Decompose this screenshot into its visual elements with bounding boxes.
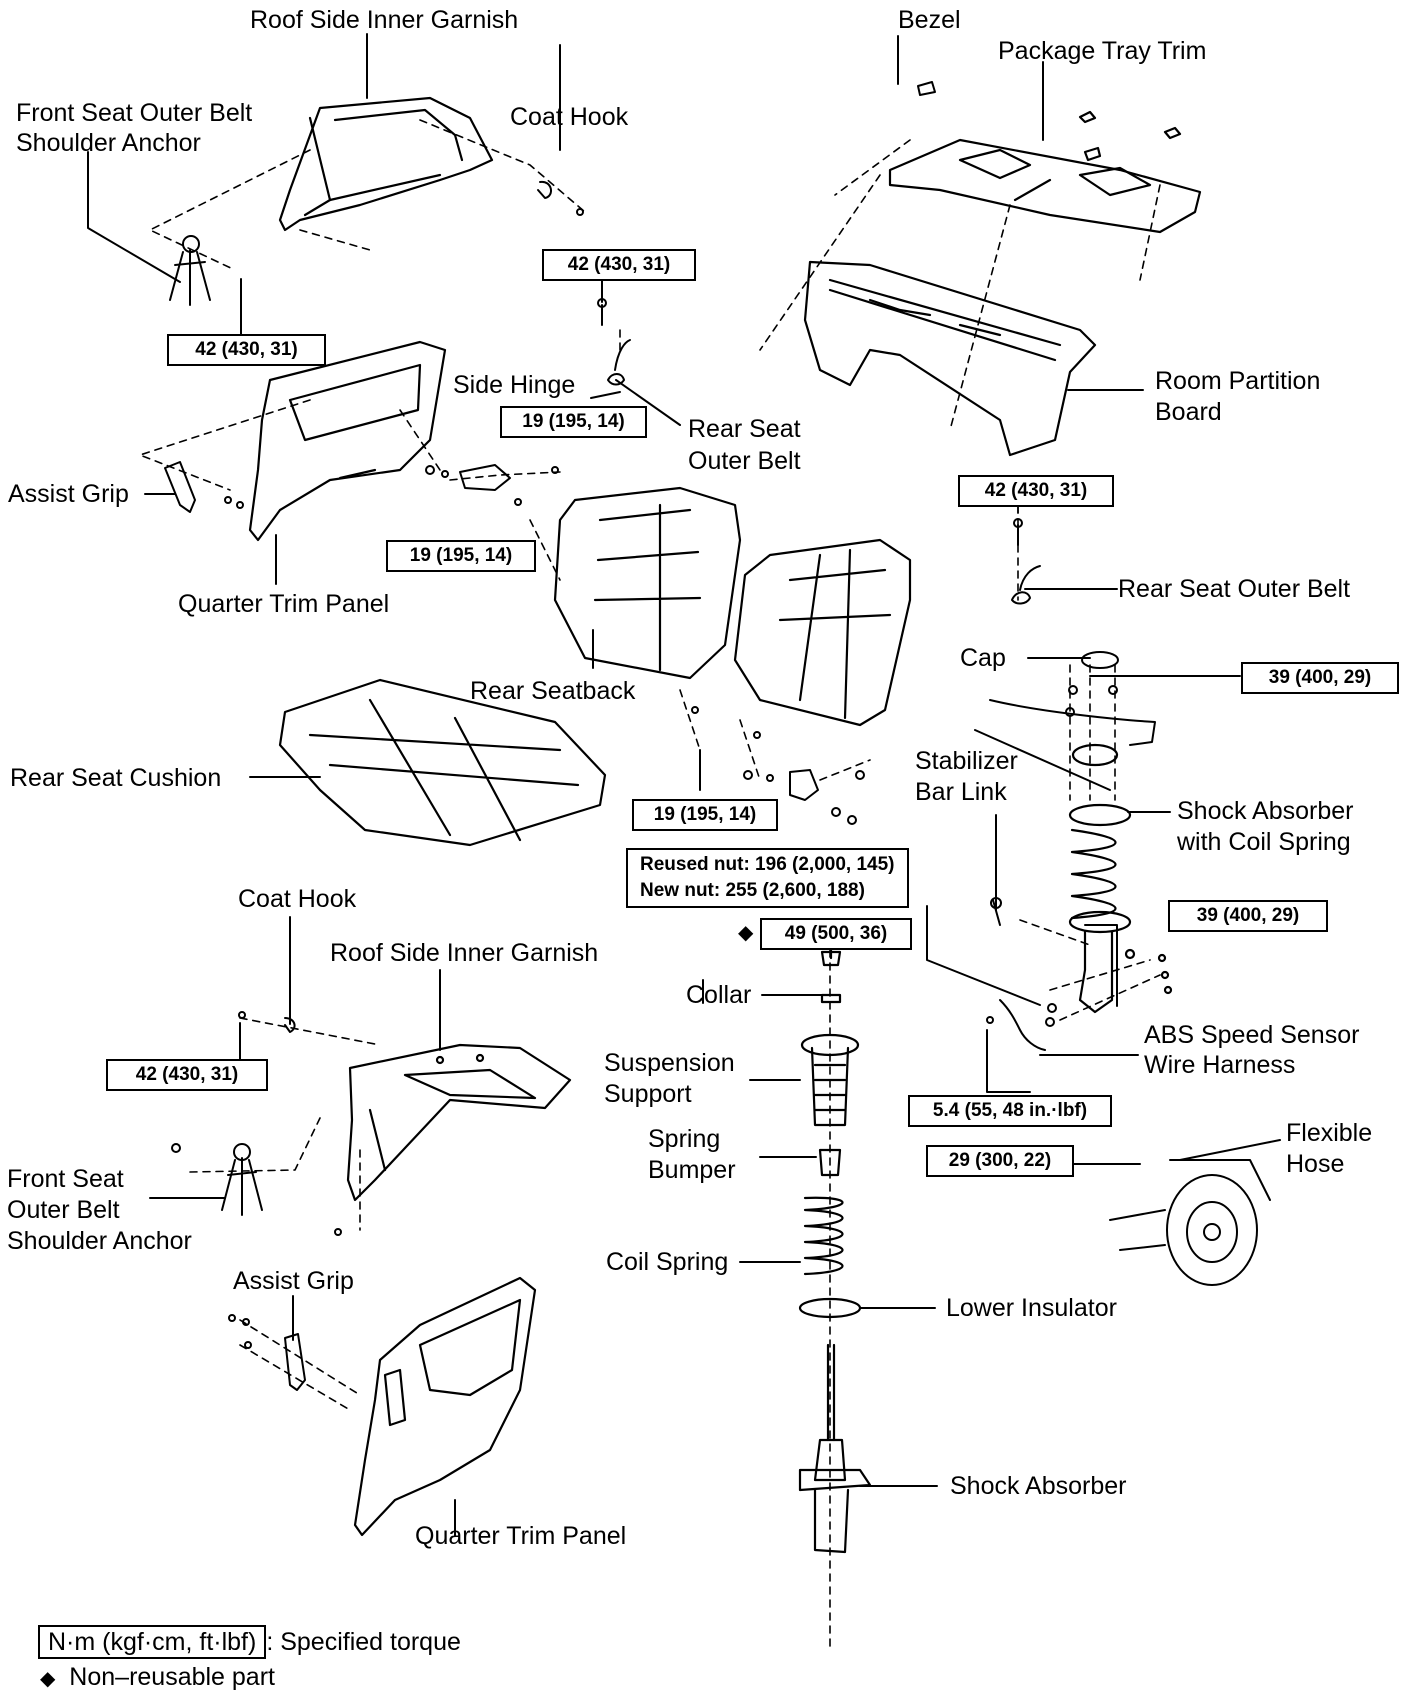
seatback-lower-bracket xyxy=(691,706,865,825)
torque-box-29: 29 (300, 22) xyxy=(926,1145,1074,1177)
label-spring-bumper-2: Bumper xyxy=(648,1156,736,1184)
torque-box-39-a: 39 (400, 29) xyxy=(1241,662,1399,694)
legend-nonreusable: ◆ Non–reusable part xyxy=(40,1662,275,1694)
label-collar: Collar xyxy=(686,981,752,1009)
torque-box-5-4: 5.4 (55, 48 in.·lbf) xyxy=(908,1095,1112,1127)
label-shock-absorber: Shock Absorber xyxy=(950,1472,1127,1500)
label-front-seat-outer-belt-bottom-2: Outer Belt xyxy=(7,1196,120,1224)
quarter-trim-panel-top xyxy=(248,340,447,542)
label-package-tray-trim: Package Tray Trim xyxy=(998,37,1207,65)
shock-absorber-with-coil-spring xyxy=(1068,743,1173,1014)
label-roof-side-inner-garnish-bottom: Roof Side Inner Garnish xyxy=(330,939,599,967)
label-quarter-trim-panel-top: Quarter Trim Panel xyxy=(178,590,390,618)
legend-diamond-icon: ◆ xyxy=(40,1668,56,1690)
abs-speed-sensor-harness xyxy=(986,999,1057,1051)
label-assist-grip-bottom: Assist Grip xyxy=(233,1267,354,1295)
label-rear-seat-outer-belt-mid-2: Outer Belt xyxy=(688,447,801,475)
package-tray-trim xyxy=(888,110,1202,234)
label-spring-bumper-1: Spring xyxy=(648,1125,721,1153)
torque-box-39-b: 39 (400, 29) xyxy=(1168,900,1328,932)
torque-box-42-a: 42 (430, 31) xyxy=(542,249,696,281)
cap-part xyxy=(1065,651,1119,717)
side-hinge xyxy=(425,464,559,506)
coat-hook-top xyxy=(537,180,584,216)
torque-box-42-c: 42 (430, 31) xyxy=(958,475,1114,507)
label-front-seat-outer-belt-top-2: Shoulder Anchor xyxy=(16,129,201,157)
torque-box-49: 49 (500, 36) xyxy=(760,918,912,950)
legend-nonreusable-desc: Non–reusable part xyxy=(69,1663,275,1691)
label-side-hinge: Side Hinge xyxy=(453,371,576,399)
label-rear-seat-outer-belt-right: Rear Seat Outer Belt xyxy=(1118,575,1351,603)
label-flexible-hose-2: Hose xyxy=(1286,1150,1345,1178)
assist-grip-top xyxy=(164,461,244,513)
torque-box-42-d: 42 (430, 31) xyxy=(106,1059,268,1091)
legend-torque-unit: N·m (kgf·cm, ft·lbf) xyxy=(38,1625,267,1659)
label-coil-spring: Coil Spring xyxy=(606,1248,729,1276)
room-partition-board xyxy=(803,260,1097,457)
label-suspension-support-1: Suspension xyxy=(604,1049,735,1077)
label-front-seat-outer-belt-bottom-3: Shoulder Anchor xyxy=(7,1227,192,1255)
bezel-part xyxy=(917,81,936,96)
roof-side-garnish-top xyxy=(278,96,494,232)
stabilizer-bar-link xyxy=(990,897,1002,926)
label-shock-absorber-coil-2: with Coil Spring xyxy=(1177,828,1351,856)
shoulder-anchor-top xyxy=(169,235,211,306)
label-stabilizer-bar-link-2: Bar Link xyxy=(915,778,1007,806)
torque-new-nut: New nut: 255 (2,600, 188) xyxy=(640,880,865,901)
label-coat-hook-bottom: Coat Hook xyxy=(238,885,357,913)
brake-hub xyxy=(1109,1159,1271,1286)
label-roof-side-inner-garnish-top: Roof Side Inner Garnish xyxy=(250,6,519,34)
torque-box-nut-spec: Reused nut: 196 (2,000, 145) New nut: 25… xyxy=(626,848,909,908)
label-rear-seat-outer-belt-mid-1: Rear Seat xyxy=(688,415,801,443)
label-quarter-trim-panel-bottom: Quarter Trim Panel xyxy=(415,1522,627,1550)
torque-box-42-b: 42 (430, 31) xyxy=(167,334,326,366)
quarter-trim-panel-bottom xyxy=(353,1276,537,1537)
strut-tower-body xyxy=(974,699,1156,791)
label-assist-grip-top: Assist Grip xyxy=(8,480,129,508)
label-flexible-hose-1: Flexible xyxy=(1286,1119,1373,1147)
torque-box-19-b: 19 (195, 14) xyxy=(386,540,536,572)
rear-seatback xyxy=(553,486,912,727)
label-coat-hook-top: Coat Hook xyxy=(510,103,629,131)
nonreusable-marker: ◆ xyxy=(738,922,754,944)
legend-torque: N·m (kgf·cm, ft·lbf): Specified torque xyxy=(38,1625,461,1659)
assist-grip-bottom xyxy=(228,1314,306,1391)
label-room-partition-board-1: Room Partition xyxy=(1155,367,1321,395)
legend-torque-desc: : Specified torque xyxy=(266,1628,461,1656)
roof-side-garnish-bottom xyxy=(346,1043,572,1202)
label-shock-absorber-coil-1: Shock Absorber xyxy=(1177,797,1354,825)
label-lower-insulator: Lower Insulator xyxy=(946,1294,1117,1322)
label-front-seat-outer-belt-top-1: Front Seat Outer Belt xyxy=(16,99,253,127)
rear-seat-cushion xyxy=(278,678,607,847)
label-suspension-support-2: Support xyxy=(604,1080,692,1108)
rear-belt-anchor-right xyxy=(1011,518,1041,605)
rear-belt-anchor-mid xyxy=(597,298,631,386)
label-front-seat-outer-belt-bottom-1: Front Seat xyxy=(7,1165,124,1193)
label-room-partition-board-2: Board xyxy=(1155,398,1222,426)
label-cap: Cap xyxy=(960,644,1006,672)
label-stabilizer-bar-link-1: Stabilizer xyxy=(915,747,1018,775)
label-abs-speed-sensor-1: ABS Speed Sensor xyxy=(1144,1021,1360,1049)
label-abs-speed-sensor-2: Wire Harness xyxy=(1144,1051,1296,1079)
label-rear-seatback: Rear Seatback xyxy=(470,677,636,705)
center-strut-parts xyxy=(798,943,872,1554)
label-bezel: Bezel xyxy=(898,6,961,34)
torque-box-19-a: 19 (195, 14) xyxy=(500,406,647,438)
label-rear-seat-cushion: Rear Seat Cushion xyxy=(10,764,222,792)
coat-hook-bottom xyxy=(238,1011,296,1033)
shoulder-anchor-bottom xyxy=(171,1143,342,1236)
torque-reused-nut: Reused nut: 196 (2,000, 145) xyxy=(640,854,895,875)
torque-box-19-c: 19 (195, 14) xyxy=(632,799,778,831)
